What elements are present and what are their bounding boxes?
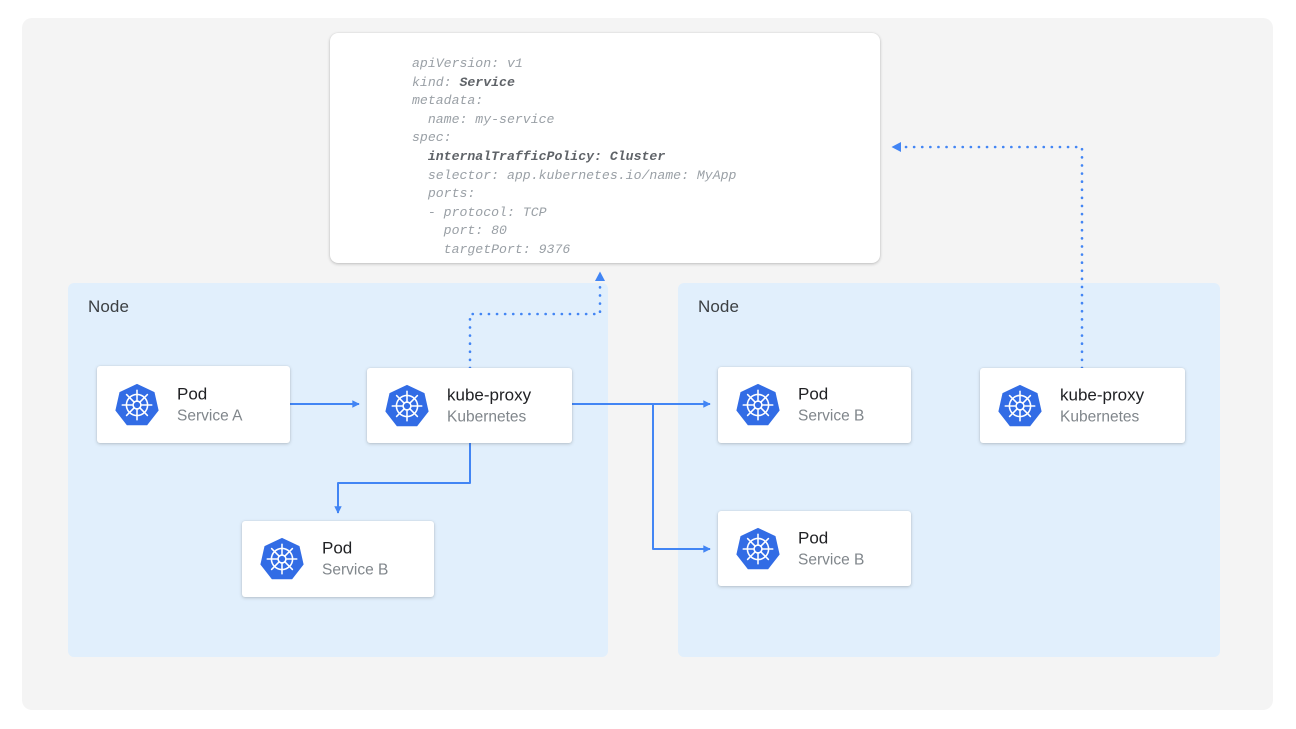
node-panel-right: Node [678, 283, 1220, 657]
card-text: Pod Service A [177, 383, 242, 426]
card-title: kube-proxy [447, 385, 532, 404]
card-subtitle: Service B [798, 407, 865, 425]
kubernetes-icon [997, 383, 1043, 429]
kubernetes-icon [384, 383, 430, 429]
node-label-left: Node [88, 297, 130, 316]
card-title: Pod [798, 528, 829, 547]
node-panel-left: Node [68, 283, 608, 657]
card-pod-service-b-right-2[interactable]: Pod Service B [718, 511, 911, 586]
card-subtitle: Kubernetes [447, 408, 527, 425]
card-text: Pod Service B [798, 527, 864, 570]
card-kube-proxy-right[interactable]: kube-proxy Kubernetes [980, 368, 1185, 443]
card-subtitle: Kubernetes [1060, 408, 1140, 425]
card-text: kube-proxy Kubernetes [447, 384, 531, 427]
kubernetes-icon [114, 382, 160, 428]
service-manifest-code: apiVersion: v1 kind: Service metadata: n… [412, 56, 737, 257]
card-subtitle: Service B [798, 551, 865, 568]
node-label-right: Node [698, 297, 740, 316]
card-title: kube-proxy [1060, 385, 1145, 404]
card-pod-service-b-right[interactable]: Pod Service B [718, 367, 911, 443]
card-kube-proxy-left[interactable]: kube-proxy Kubernetes [367, 368, 572, 443]
kubernetes-icon [735, 526, 781, 572]
card-text: Pod Service B [322, 538, 388, 581]
kubernetes-icon [735, 382, 781, 428]
service-manifest-card: apiVersion: v1 kind: Service metadata: n… [330, 33, 880, 263]
card-title: Pod [322, 538, 353, 558]
card-pod-service-b-left[interactable]: Pod Service B [242, 521, 434, 597]
card-text: Pod Service B [798, 384, 864, 427]
card-title: Pod [798, 384, 829, 404]
card-subtitle: Service A [177, 407, 243, 424]
kubernetes-icon [259, 536, 305, 582]
card-pod-service-a[interactable]: Pod Service A [97, 366, 290, 443]
card-text: kube-proxy Kubernetes [1060, 384, 1144, 427]
card-subtitle: Service B [322, 561, 389, 579]
card-title: Pod [177, 384, 208, 403]
